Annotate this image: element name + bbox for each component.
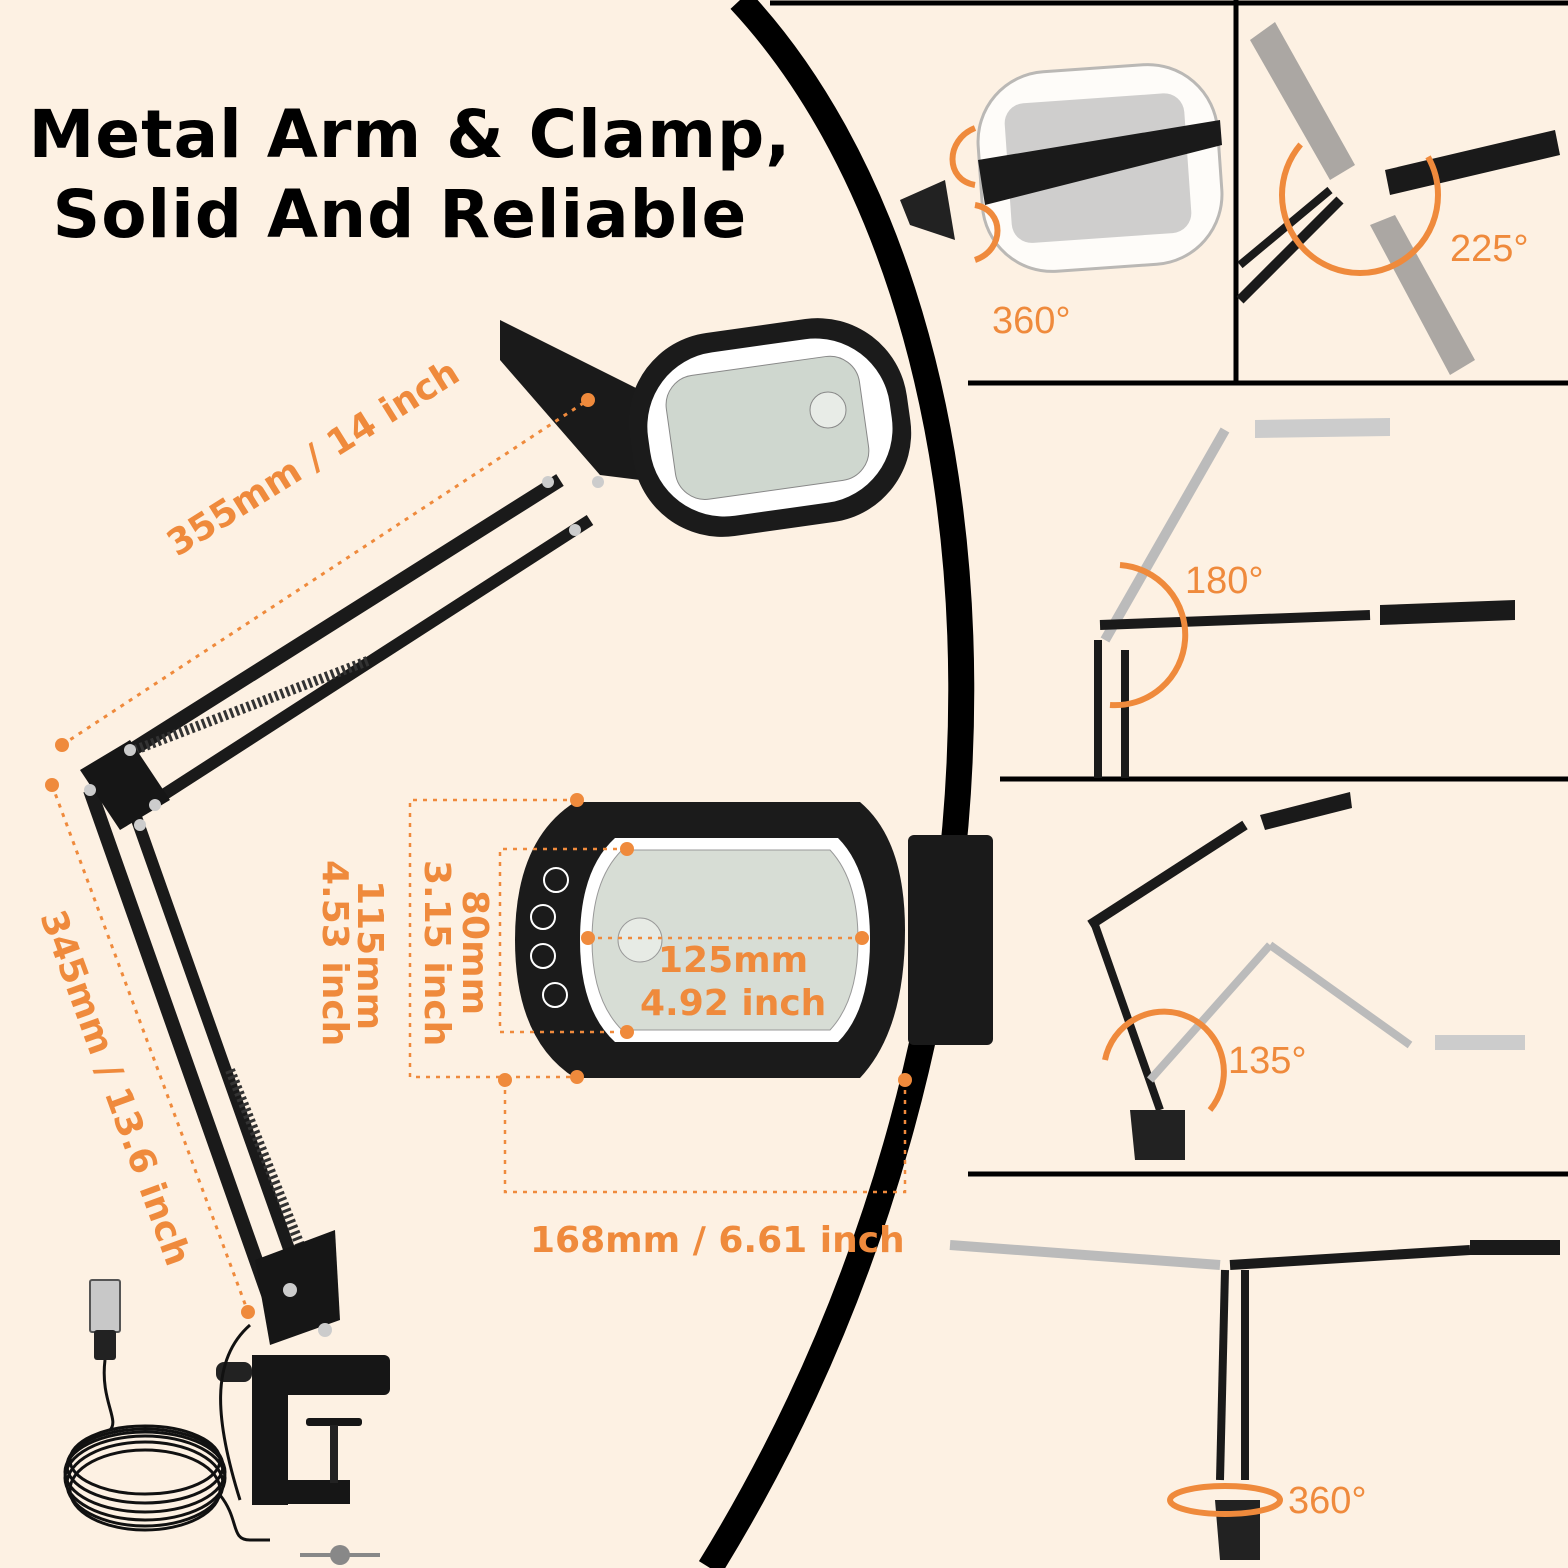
angle-label-bend: 135° — [1228, 1040, 1307, 1082]
angle-label-tilt: 225° — [1450, 228, 1529, 270]
arm-dimension-dots — [45, 393, 595, 1319]
panel-grid — [770, 0, 1568, 1177]
panel-base-rotate — [949, 1240, 1560, 1560]
usb-plug-icon — [89, 1279, 121, 1360]
lens-height-mm: 80mm — [454, 890, 495, 1016]
lamp-head-front — [515, 802, 993, 1078]
lower-arm — [83, 787, 340, 1345]
panel-head-rotate — [900, 63, 1224, 273]
panel-225-tilt — [1236, 22, 1560, 375]
upper-arm — [80, 474, 604, 831]
brightness-icon — [530, 904, 556, 930]
panel-180-swing — [1094, 418, 1515, 778]
lens-width-mm: 125mm — [658, 940, 809, 981]
angle-label-base-rotate: 360° — [1288, 1480, 1367, 1522]
lamp-head — [500, 318, 912, 537]
angle-label-head-rotate: 360° — [992, 300, 1071, 342]
clamp-icon — [216, 1355, 390, 1565]
head-height-mm: 115mm — [349, 880, 390, 1031]
head-width-dimension: 168mm / 6.61 inch — [530, 1220, 905, 1261]
lens-width-inch: 4.92 inch — [640, 983, 827, 1024]
color-temperature-icon — [530, 943, 556, 969]
circular-divider — [698, 0, 975, 1568]
control-panel — [530, 867, 569, 1008]
panel-135-bend — [1087, 792, 1525, 1160]
angle-label-swing: 180° — [1185, 560, 1264, 602]
power-icon — [543, 867, 569, 893]
usb-cable-coil — [63, 1323, 270, 1542]
head-dimension-dots — [498, 793, 912, 1087]
head-height-inch: 4.53 inch — [314, 860, 355, 1047]
arm-dimension-lines — [50, 398, 589, 1313]
headline-line1: Metal Arm & Clamp, — [28, 96, 792, 173]
headline-line2: Solid And Reliable — [52, 176, 748, 253]
head-dimension-lines — [408, 798, 907, 1194]
lens-height-inch: 3.15 inch — [416, 860, 457, 1047]
timer-icon — [542, 982, 568, 1008]
